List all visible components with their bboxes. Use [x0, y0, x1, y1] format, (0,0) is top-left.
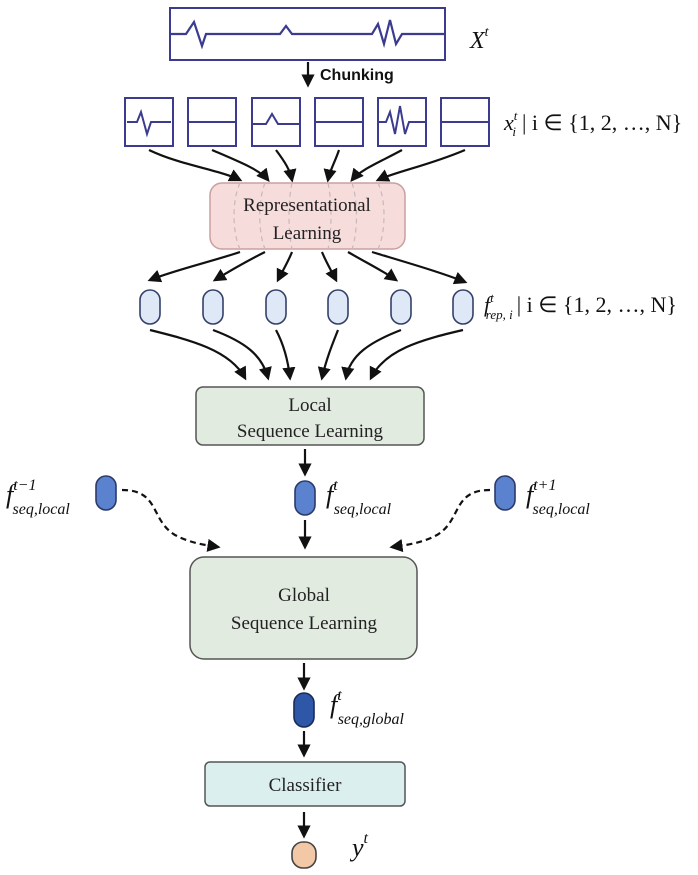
global-sequence-learning-box: Global Sequence Learning: [189, 556, 418, 660]
output-token: [291, 841, 317, 869]
rep-token-4: [327, 289, 349, 325]
chunk-to-rep-arrows: [148, 148, 466, 183]
rep-to-token-arrows: [147, 250, 468, 285]
rep-feature-tokens: [139, 289, 474, 325]
global-seq-line2: Sequence Learning: [231, 613, 378, 634]
chunk-box-4: [314, 97, 364, 147]
rep-token-2: [202, 289, 224, 325]
chunk-box-3: [251, 97, 301, 147]
local-sequence-learning-box: Local Sequence Learning: [195, 386, 425, 446]
rep-token-1: [139, 289, 161, 325]
chunking-label: Chunking: [320, 67, 394, 84]
local-prev-to-global-arrow: [121, 488, 221, 552]
chunk-box-6: [440, 97, 490, 147]
global-token: [293, 692, 315, 728]
classifier-box: Classifier: [204, 761, 406, 807]
rep-token-5: [390, 289, 412, 325]
rep-learning-line1: Representational: [243, 195, 371, 216]
classifier-label: Classifier: [269, 775, 342, 796]
output-label: yt: [349, 830, 369, 862]
chunk-box-1: [124, 97, 174, 147]
chunk-boxes: [124, 97, 490, 147]
rep-token-3: [265, 289, 287, 325]
representational-learning-box: Representational Learning: [209, 182, 406, 250]
global-seq-line1: Global: [278, 585, 330, 606]
local-token-next: [494, 475, 516, 511]
chunk-box-2: [187, 97, 237, 147]
input-signal: [169, 7, 446, 61]
local-seq-line1: Local: [288, 395, 331, 416]
rep-learning-line2: Learning: [273, 223, 342, 244]
token-to-local-arrows: [149, 328, 464, 381]
rep-token-6: [452, 289, 474, 325]
chunk-box-5: [377, 97, 427, 147]
local-token-current: [294, 480, 316, 516]
local-next-to-global-arrow: [389, 488, 491, 553]
input-signal-label: Xt: [469, 25, 490, 54]
input-signal-waveform: [170, 19, 445, 50]
local-token-prev: [95, 475, 117, 511]
local-seq-line2: Sequence Learning: [237, 421, 384, 442]
